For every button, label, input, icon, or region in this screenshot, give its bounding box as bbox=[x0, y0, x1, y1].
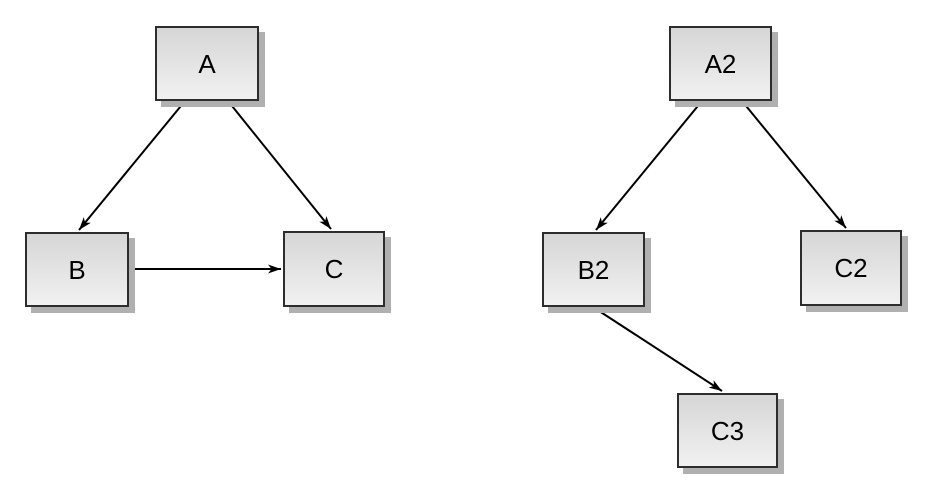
node-label: C3 bbox=[710, 415, 745, 446]
node-C3[interactable]: C3 bbox=[677, 393, 778, 468]
node-A2[interactable]: A2 bbox=[669, 26, 772, 101]
node-C2[interactable]: C2 bbox=[800, 230, 902, 306]
node-label: B bbox=[68, 254, 86, 285]
node-A[interactable]: A bbox=[155, 26, 259, 101]
node-C[interactable]: C bbox=[283, 231, 385, 307]
node-label: C2 bbox=[834, 253, 868, 283]
node-B2[interactable]: B2 bbox=[542, 232, 645, 307]
node-label: C bbox=[324, 254, 344, 284]
node-label: A2 bbox=[704, 48, 737, 79]
node-B[interactable]: B bbox=[25, 232, 129, 307]
node-label: A bbox=[198, 48, 216, 79]
node-label: B2 bbox=[577, 254, 610, 285]
